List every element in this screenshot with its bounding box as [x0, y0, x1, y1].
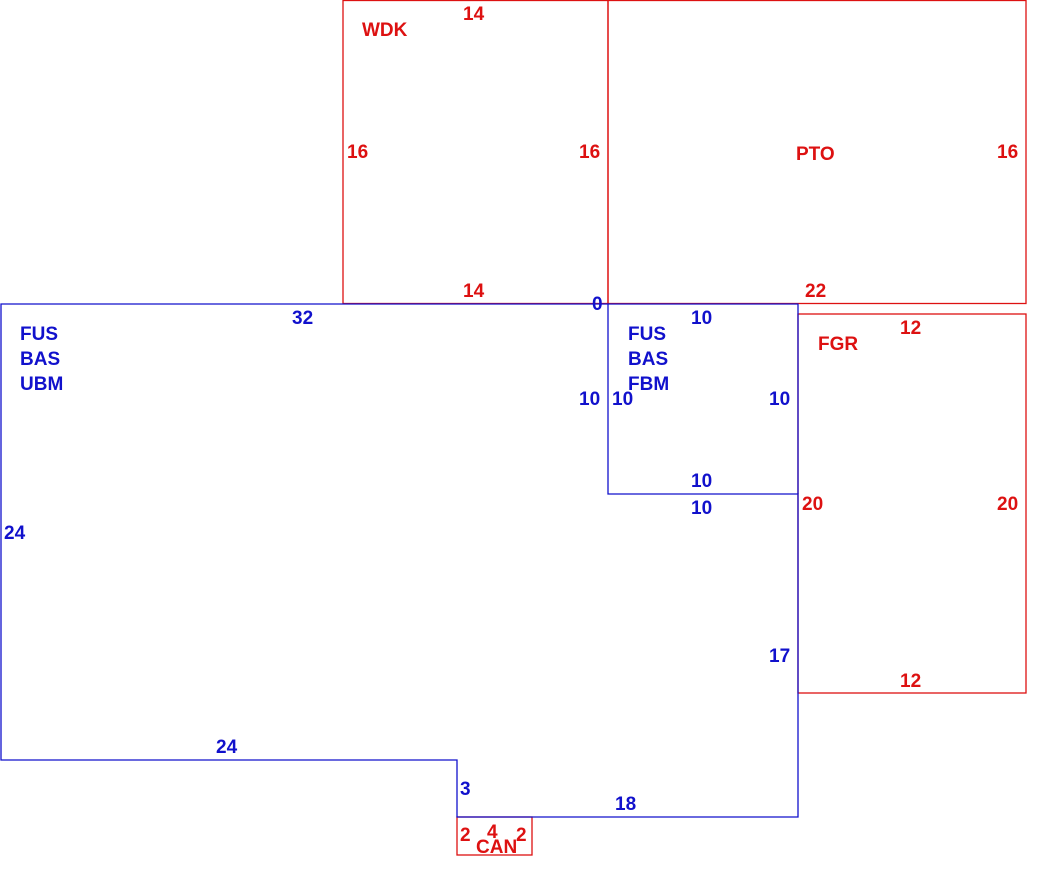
- fbm-right-dim: 10: [769, 389, 790, 410]
- fgr-outline: [797, 313, 1027, 694]
- wdk-right-dim: 16: [579, 142, 600, 163]
- fgr-right-dim: 20: [997, 494, 1018, 515]
- wdk-left-dim: 16: [347, 142, 368, 163]
- fbm-top-dim: 10: [691, 308, 712, 329]
- fgr-left-dim: 20: [802, 494, 823, 515]
- fgr-label: FGR: [818, 334, 858, 355]
- can-middle-dim: 4: [487, 822, 498, 843]
- main-building-outline: [0, 303, 799, 818]
- main-bottom-right-dim: 18: [615, 794, 636, 815]
- wdk-label: WDK: [362, 20, 408, 41]
- fbm-label-line-2: BAS: [628, 349, 668, 370]
- fbm-bottom-dim: 10: [691, 471, 712, 492]
- main-top-dim: 32: [292, 308, 313, 329]
- wdk-top-dim: 14: [463, 4, 485, 25]
- can-right-dim: 2: [516, 825, 527, 846]
- pto-right-dim: 16: [997, 142, 1018, 163]
- main-bottom-left-dim: 24: [216, 737, 238, 758]
- fgr-bottom-dim: 12: [900, 671, 921, 692]
- main-right-dim: 17: [769, 646, 790, 667]
- main-label-line-1: FUS: [20, 324, 58, 345]
- can-label: CAN: [476, 837, 517, 858]
- fbm-left-dim: 10: [612, 389, 633, 410]
- fbm-outline: [608, 303, 799, 494]
- fbm-label-line-1: FUS: [628, 324, 666, 345]
- main-corner-dim: 0: [592, 294, 603, 315]
- main-label-line-2: BAS: [20, 349, 60, 370]
- wdk-bottom-dim: 14: [463, 281, 485, 302]
- main-step-dim: 3: [460, 779, 471, 800]
- fbm-label-line-3: FBM: [628, 374, 669, 395]
- main-inner-left-dim: 10: [579, 389, 600, 410]
- wdk-outline: [342, 0, 609, 305]
- pto-bottom-dim: 22: [805, 281, 826, 302]
- main-label-line-3: UBM: [20, 374, 63, 395]
- main-left-dim: 24: [4, 523, 26, 544]
- main-notch-bottom-dim: 10: [691, 498, 712, 519]
- can-left-dim: 2: [460, 825, 471, 846]
- pto-outline: [607, 0, 1027, 305]
- fgr-top-dim: 12: [900, 318, 921, 339]
- pto-label: PTO: [796, 144, 835, 165]
